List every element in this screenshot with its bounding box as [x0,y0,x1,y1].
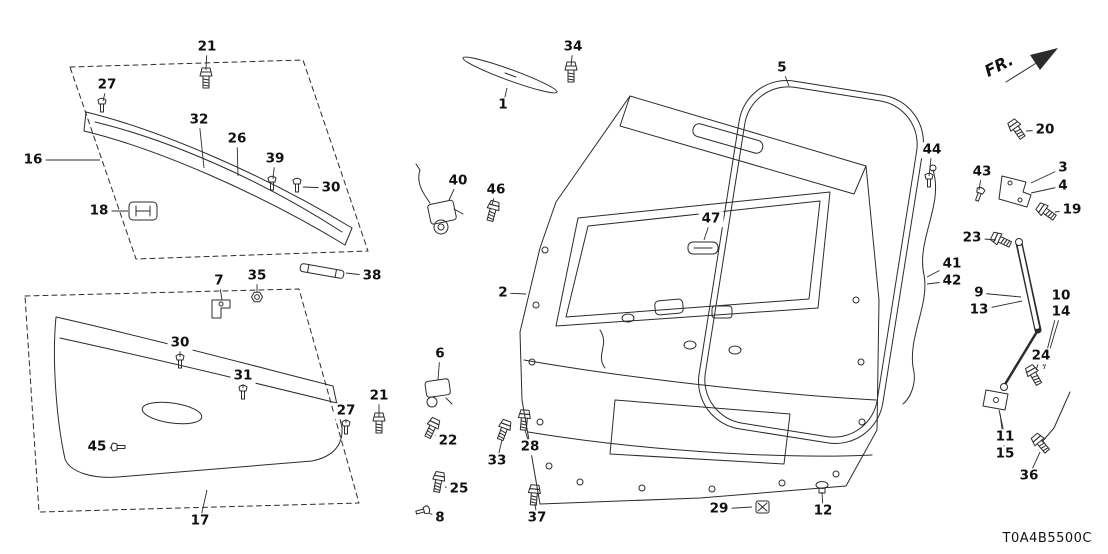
lower-garnish-group [24,263,386,513]
callout-26[interactable]: 26 [224,131,250,147]
callout-21[interactable]: 21 [194,39,220,55]
tailgate-camera-garnish [687,241,719,255]
callout-11[interactable]: 11 [992,429,1018,445]
callout-8[interactable]: 8 [432,510,448,526]
callout-31[interactable]: 31 [230,368,256,384]
callout-39[interactable]: 39 [262,151,288,167]
callout-13[interactable]: 13 [966,302,992,318]
callout-45[interactable]: 45 [84,439,110,455]
callout-7[interactable]: 7 [211,273,227,289]
callout-4[interactable]: 4 [1055,178,1071,194]
callout-29[interactable]: 29 [706,501,732,517]
hinge-part [211,299,231,319]
callout-47[interactable]: 47 [698,211,724,227]
honda-emblem-icon [128,201,158,221]
callout-1[interactable]: 1 [495,97,511,113]
callout-41[interactable]: 41 [939,256,965,272]
fr-arrow-icon [1005,48,1058,83]
callout-5[interactable]: 5 [774,60,790,76]
callout-24[interactable]: 24 [1028,348,1054,364]
callout-44[interactable]: 44 [919,142,945,158]
stay-bracket [1041,391,1071,443]
callout-30[interactable]: 30 [318,180,344,196]
molding-strip [299,263,345,279]
callout-14[interactable]: 14 [1048,304,1074,320]
callout-36[interactable]: 36 [1016,468,1042,484]
tailgate-panel [519,95,880,505]
callout-2[interactable]: 2 [495,285,511,301]
callout-21[interactable]: 21 [366,388,392,404]
callout-18[interactable]: 18 [86,203,112,219]
callout-9[interactable]: 9 [971,285,987,301]
callout-40[interactable]: 40 [445,173,471,189]
lock-actuator [424,378,453,408]
callout-38[interactable]: 38 [359,268,385,284]
callout-32[interactable]: 32 [186,112,212,128]
callout-27[interactable]: 27 [94,77,120,93]
callout-43[interactable]: 43 [969,164,995,180]
hinge-bracket [998,175,1032,208]
callout-20[interactable]: 20 [1032,122,1058,138]
callout-25[interactable]: 25 [446,481,472,497]
weatherstrip-seal [698,80,924,444]
callout-23[interactable]: 23 [959,230,985,246]
spoiler-garnish-group [69,59,369,260]
harness [902,164,937,405]
callout-46[interactable]: 46 [483,182,509,198]
callout-30[interactable]: 30 [167,335,193,351]
clip-29 [755,500,770,514]
callout-33[interactable]: 33 [484,453,510,469]
callout-12[interactable]: 12 [810,503,836,519]
callout-27[interactable]: 27 [333,403,359,419]
gas-strut [1000,238,1042,391]
part-code: T0A4B5500C [1002,531,1092,546]
callout-6[interactable]: 6 [432,346,448,362]
callout-3[interactable]: 3 [1055,160,1071,176]
callout-10[interactable]: 10 [1048,288,1074,304]
callout-37[interactable]: 37 [524,510,550,526]
callout-22[interactable]: 22 [435,433,461,449]
callout-17[interactable]: 17 [187,513,213,529]
latch-assembly [415,163,464,235]
callout-15[interactable]: 15 [992,446,1018,462]
callout-16[interactable]: 16 [20,152,46,168]
callout-28[interactable]: 28 [517,439,543,455]
callout-42[interactable]: 42 [939,273,965,289]
callout-34[interactable]: 34 [560,39,586,55]
wiper-blade [462,56,578,94]
strut-bracket [982,389,1009,411]
callout-35[interactable]: 35 [244,268,270,284]
callout-19[interactable]: 19 [1059,202,1085,218]
